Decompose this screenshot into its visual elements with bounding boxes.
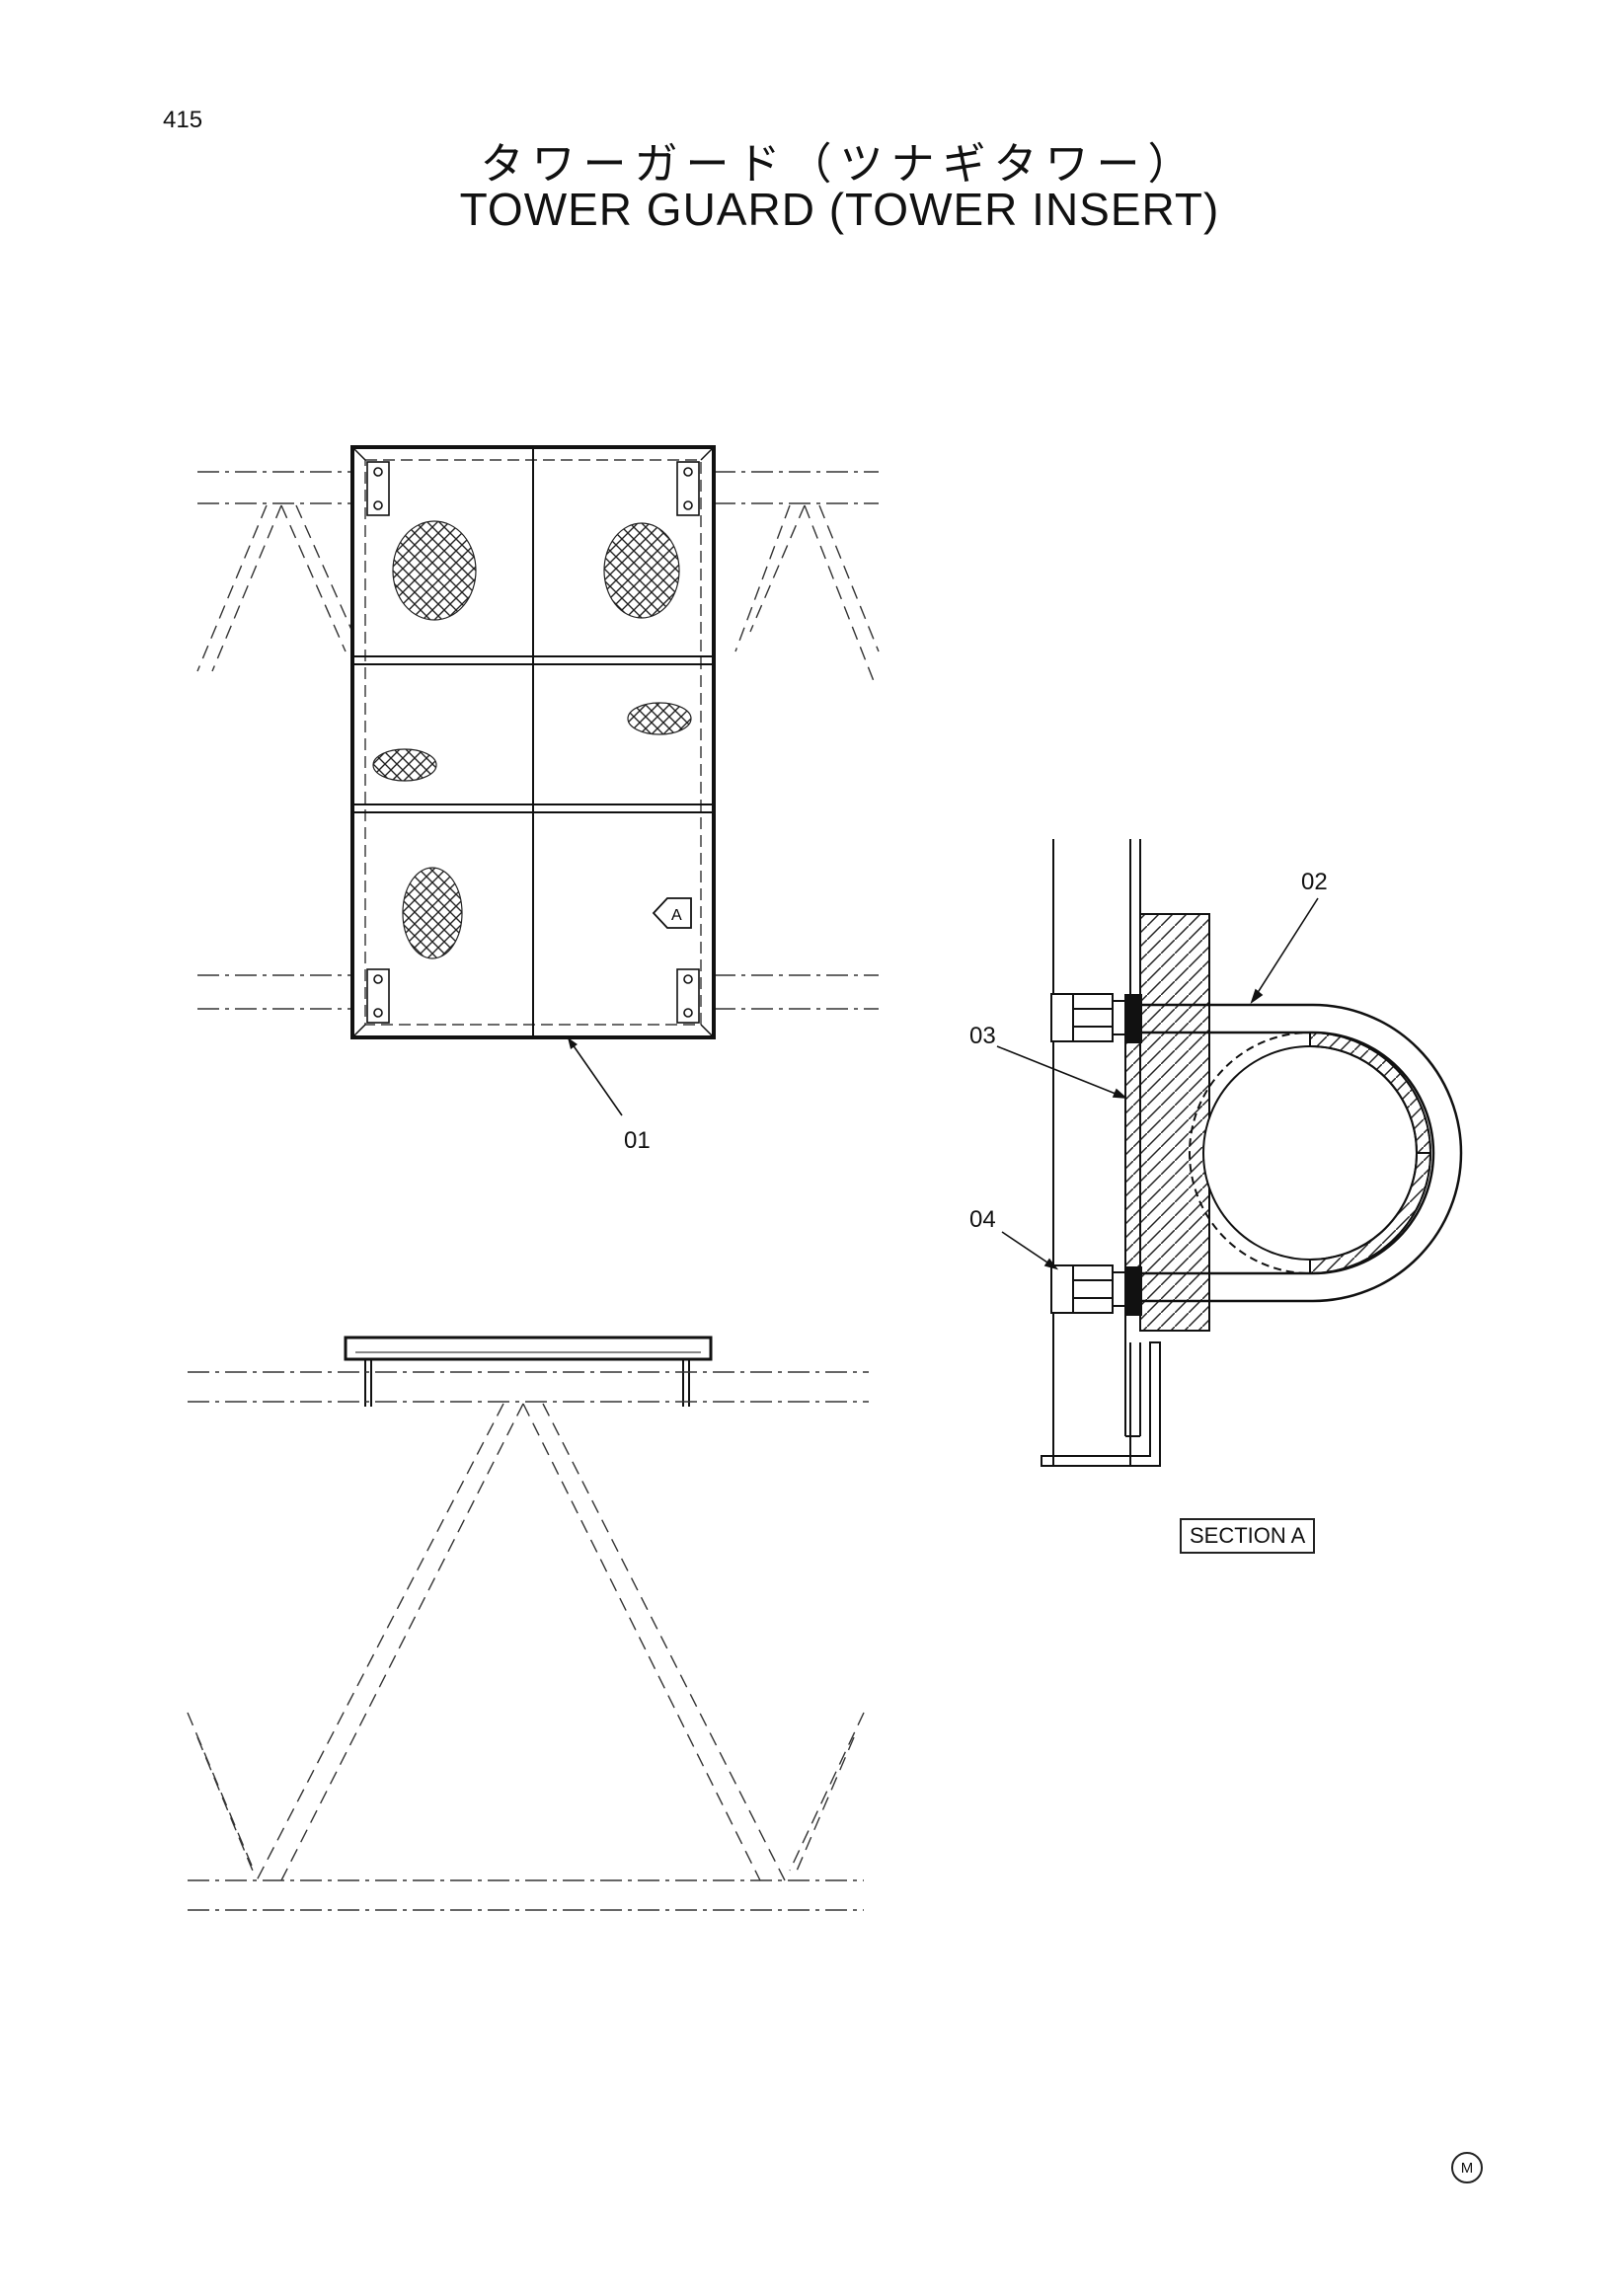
callout-03: 03 (969, 1023, 996, 1049)
callout-01: 01 (624, 1127, 651, 1154)
callout-02: 02 (1301, 869, 1328, 895)
callout-04: 04 (969, 1206, 996, 1233)
page-number: 415 (163, 107, 203, 133)
leader-01 (567, 1036, 623, 1116)
title-japanese: タワーガード（ツナギタワー） (480, 139, 1199, 190)
title-english: TOWER GUARD (TOWER INSERT) (459, 184, 1220, 235)
tower-lattice-top (196, 504, 880, 682)
view-a-arrow (652, 897, 692, 929)
tower-lattice-side (187, 1403, 865, 1881)
mesh-patches (372, 520, 692, 959)
tower-frame-top (197, 471, 879, 1010)
section-a-label: SECTION A (1180, 1518, 1316, 1554)
corner-brackets (366, 461, 700, 1024)
view-a-letter: A (671, 907, 682, 924)
side-view-guard (344, 1336, 713, 1407)
m-marker: M (1451, 2152, 1483, 2183)
tower-frame-side (188, 1371, 869, 1911)
tower-guard-panel (350, 445, 716, 1039)
leaders-section (996, 897, 1319, 1270)
section-a-detail (1041, 839, 1463, 1467)
